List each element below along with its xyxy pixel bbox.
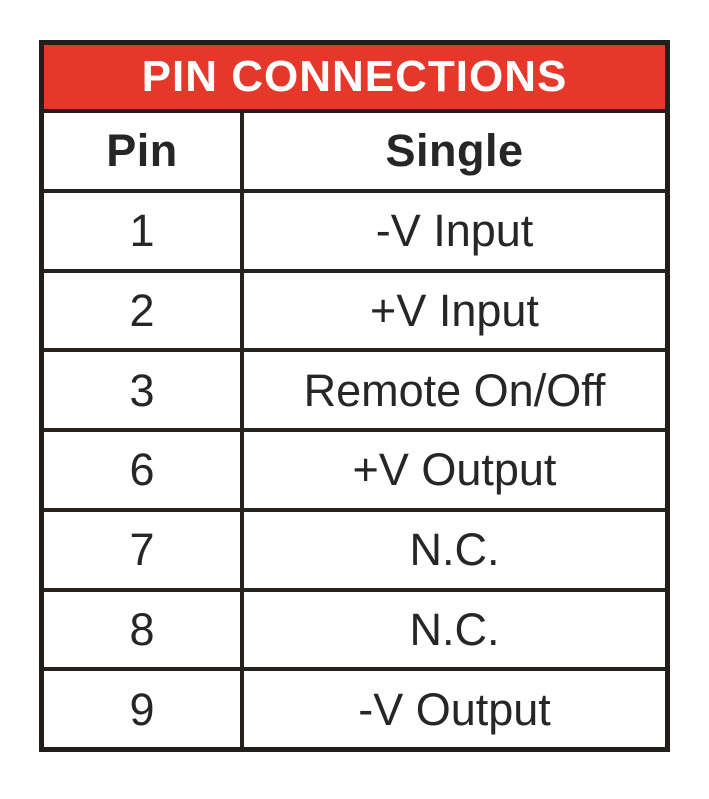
column-header-row: Pin Single (44, 113, 665, 193)
table-row: 1 -V Input (44, 192, 665, 273)
table-body: Pin Single 1 -V Input 2 +V Input 3 Remot… (44, 113, 665, 747)
pin-number-cell: 6 (44, 432, 244, 508)
pin-number-cell: 2 (44, 272, 244, 349)
table-row: 9 -V Output (44, 671, 665, 747)
column-header-single: Single (385, 125, 524, 177)
column-header-pin: Pin (44, 113, 244, 189)
pin-function-cell: +V Output (352, 444, 557, 496)
pin-number-cell: 8 (44, 591, 244, 668)
table-row: 8 N.C. (44, 591, 665, 672)
pin-connections-table: PIN CONNECTIONS Pin Single 1 -V Input 2 … (39, 40, 670, 752)
table-row: 6 +V Output (44, 432, 665, 512)
pin-number-cell: 9 (44, 671, 244, 747)
pin-number-cell: 3 (44, 352, 244, 428)
pin-number-cell: 1 (44, 192, 244, 269)
pin-function-cell: N.C. (409, 603, 500, 655)
table-row: 3 Remote On/Off (44, 352, 665, 432)
table-title: PIN CONNECTIONS (44, 45, 665, 113)
pin-function-cell: N.C. (409, 524, 500, 576)
pin-number-cell: 7 (44, 511, 244, 588)
table-row: 2 +V Input (44, 272, 665, 353)
pin-function-cell: -V Input (375, 205, 534, 257)
pin-function-cell: Remote On/Off (303, 364, 606, 416)
pin-function-cell: +V Input (370, 284, 539, 336)
pin-function-cell: -V Output (358, 683, 551, 735)
table-row: 7 N.C. (44, 511, 665, 592)
